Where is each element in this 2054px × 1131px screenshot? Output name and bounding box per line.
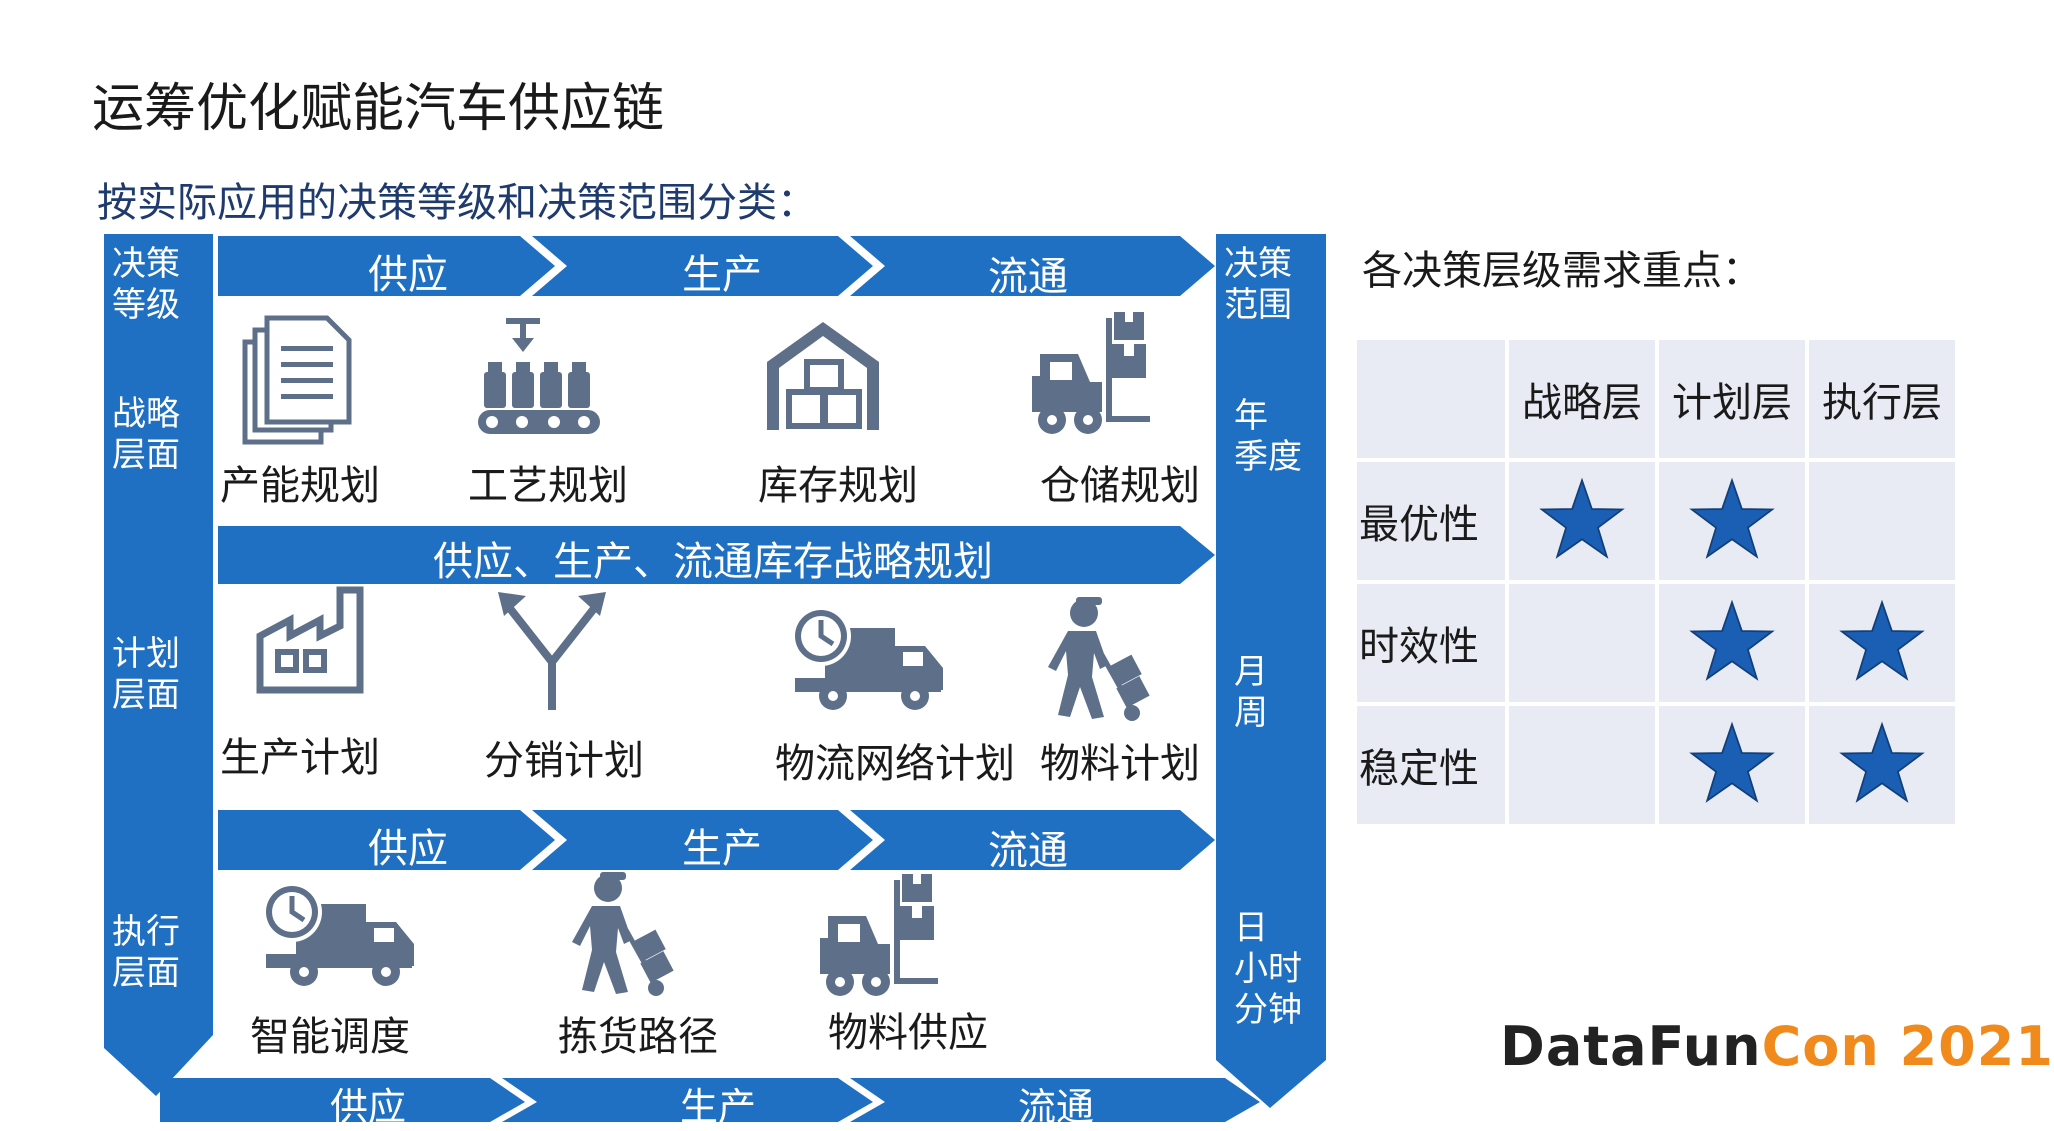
bottom-flow-arrows — [160, 1078, 1260, 1122]
column-header-planning: 计划层 — [1659, 340, 1805, 458]
flow-arrow-production-top — [532, 236, 873, 296]
item-storage-planning: 仓储规划 — [1040, 463, 1200, 509]
scope-day-hour-minute: 日 小时 分钟 — [1234, 908, 1302, 1030]
split-arrow-icon — [498, 592, 606, 710]
flow-label-supply-top: 供应 — [368, 252, 448, 298]
star-cell — [1809, 584, 1955, 702]
flow-arrow-circulation-mid — [850, 810, 1215, 870]
star-icon — [1689, 721, 1775, 803]
scope-month-week: 月 周 — [1234, 652, 1268, 733]
middle-flow-arrows — [218, 810, 1215, 870]
row-header-optimality: 最优性 — [1357, 462, 1505, 580]
warehouse-icon — [767, 322, 879, 430]
star-cell — [1509, 706, 1655, 824]
panel-title: 各决策层级需求重点： — [1362, 248, 1762, 294]
flow-label-production-top: 生产 — [682, 252, 762, 298]
level-strategic: 战略 层面 — [112, 394, 180, 475]
left-axis-band — [104, 234, 213, 1096]
left-axis-header: 决策 等级 — [112, 244, 180, 325]
table-row: 最优性 — [1357, 462, 1955, 580]
flow-arrow-production-mid — [532, 810, 873, 870]
hand-truck-worker-icon — [572, 872, 674, 996]
item-production-plan: 生产计划 — [220, 735, 380, 781]
forklift-icon — [820, 874, 938, 996]
flow-arrow-circulation-top — [850, 236, 1215, 296]
datafuncon-logo: DataFunCon 2021 — [1500, 1015, 2054, 1078]
star-icon — [1689, 477, 1775, 559]
top-flow-arrows — [218, 236, 1215, 296]
row-header-stability: 稳定性 — [1357, 706, 1505, 824]
star-cell — [1509, 584, 1655, 702]
frame — [104, 234, 1326, 1108]
flow-label-supply-mid: 供应 — [368, 826, 448, 872]
right-axis-header: 决策 范围 — [1224, 244, 1292, 325]
item-capacity-planning: 产能规划 — [220, 463, 380, 509]
item-material-supply: 物料供应 — [828, 1010, 988, 1056]
production-line-icon — [478, 318, 600, 434]
item-smart-dispatch: 智能调度 — [250, 1014, 410, 1060]
flow-arrow-supply-mid — [218, 810, 555, 870]
flow-label-production-bottom: 生产 — [679, 1085, 756, 1129]
item-inventory-planning: 库存规划 — [758, 463, 918, 509]
table-corner-cell — [1357, 340, 1505, 458]
level-execution: 执行 层面 — [112, 912, 180, 993]
flow-arrow-circulation-bottom — [850, 1078, 1260, 1122]
logo-part2: Con 2021 — [1761, 1015, 2054, 1078]
flow-arrow-supply-bottom — [160, 1078, 525, 1122]
star-cell — [1509, 462, 1655, 580]
item-distribution-plan: 分销计划 — [484, 738, 644, 784]
strategy-band-arrow — [218, 526, 1215, 584]
delivery-truck-icon — [791, 606, 943, 710]
table-header-row: 战略层 计划层 执行层 — [1357, 340, 1955, 458]
star-icon — [1839, 721, 1925, 803]
forklift-icon — [1032, 312, 1150, 434]
hand-truck-worker-icon — [1048, 597, 1150, 721]
star-cell — [1659, 462, 1805, 580]
decision-framework-diagram — [104, 234, 1326, 1122]
flow-label-circulation-top: 流通 — [988, 254, 1068, 300]
star-cell — [1659, 584, 1805, 702]
flow-label-production-mid: 生产 — [682, 826, 762, 872]
star-cell — [1659, 706, 1805, 824]
delivery-truck-icon — [262, 882, 414, 986]
logo-part1: DataFun — [1500, 1015, 1762, 1078]
right-axis-band — [1216, 234, 1326, 1108]
table-row: 稳定性 — [1357, 706, 1955, 824]
item-picking-route: 拣货路径 — [558, 1014, 718, 1060]
row-header-timeliness: 时效性 — [1357, 584, 1505, 702]
star-cell — [1809, 706, 1955, 824]
flow-arrow-supply-top — [218, 236, 555, 296]
flow-label-circulation-bottom: 流通 — [1017, 1085, 1094, 1129]
factory-icon — [256, 586, 364, 694]
page-subtitle: 按实际应用的决策等级和决策范围分类： — [97, 180, 817, 226]
table-row: 时效性 — [1357, 584, 1955, 702]
item-logistics-network-plan: 物流网络计划 — [775, 741, 1015, 787]
flow-label-supply-bottom: 供应 — [329, 1085, 406, 1129]
star-icon — [1539, 477, 1625, 559]
item-process-planning: 工艺规划 — [468, 463, 628, 509]
item-material-plan: 物料计划 — [1040, 741, 1200, 787]
column-header-execution: 执行层 — [1809, 340, 1955, 458]
scope-year-quarter: 年 季度 — [1234, 396, 1302, 477]
strategy-band-label: 供应、生产、流通库存战略规划 — [433, 539, 993, 585]
column-header-strategic: 战略层 — [1509, 340, 1655, 458]
flow-arrow-production-bottom — [502, 1078, 873, 1122]
star-icon — [1689, 599, 1775, 681]
level-planning: 计划 层面 — [112, 634, 180, 715]
star-cell — [1809, 462, 1955, 580]
document-stack-icon — [242, 315, 352, 445]
page-title: 运筹优化赋能汽车供应链 — [92, 79, 665, 139]
requirements-table: 战略层 计划层 执行层 最优性 时效性 稳定性 — [1353, 336, 1959, 828]
star-icon — [1839, 599, 1925, 681]
flow-label-circulation-mid: 流通 — [988, 828, 1068, 874]
